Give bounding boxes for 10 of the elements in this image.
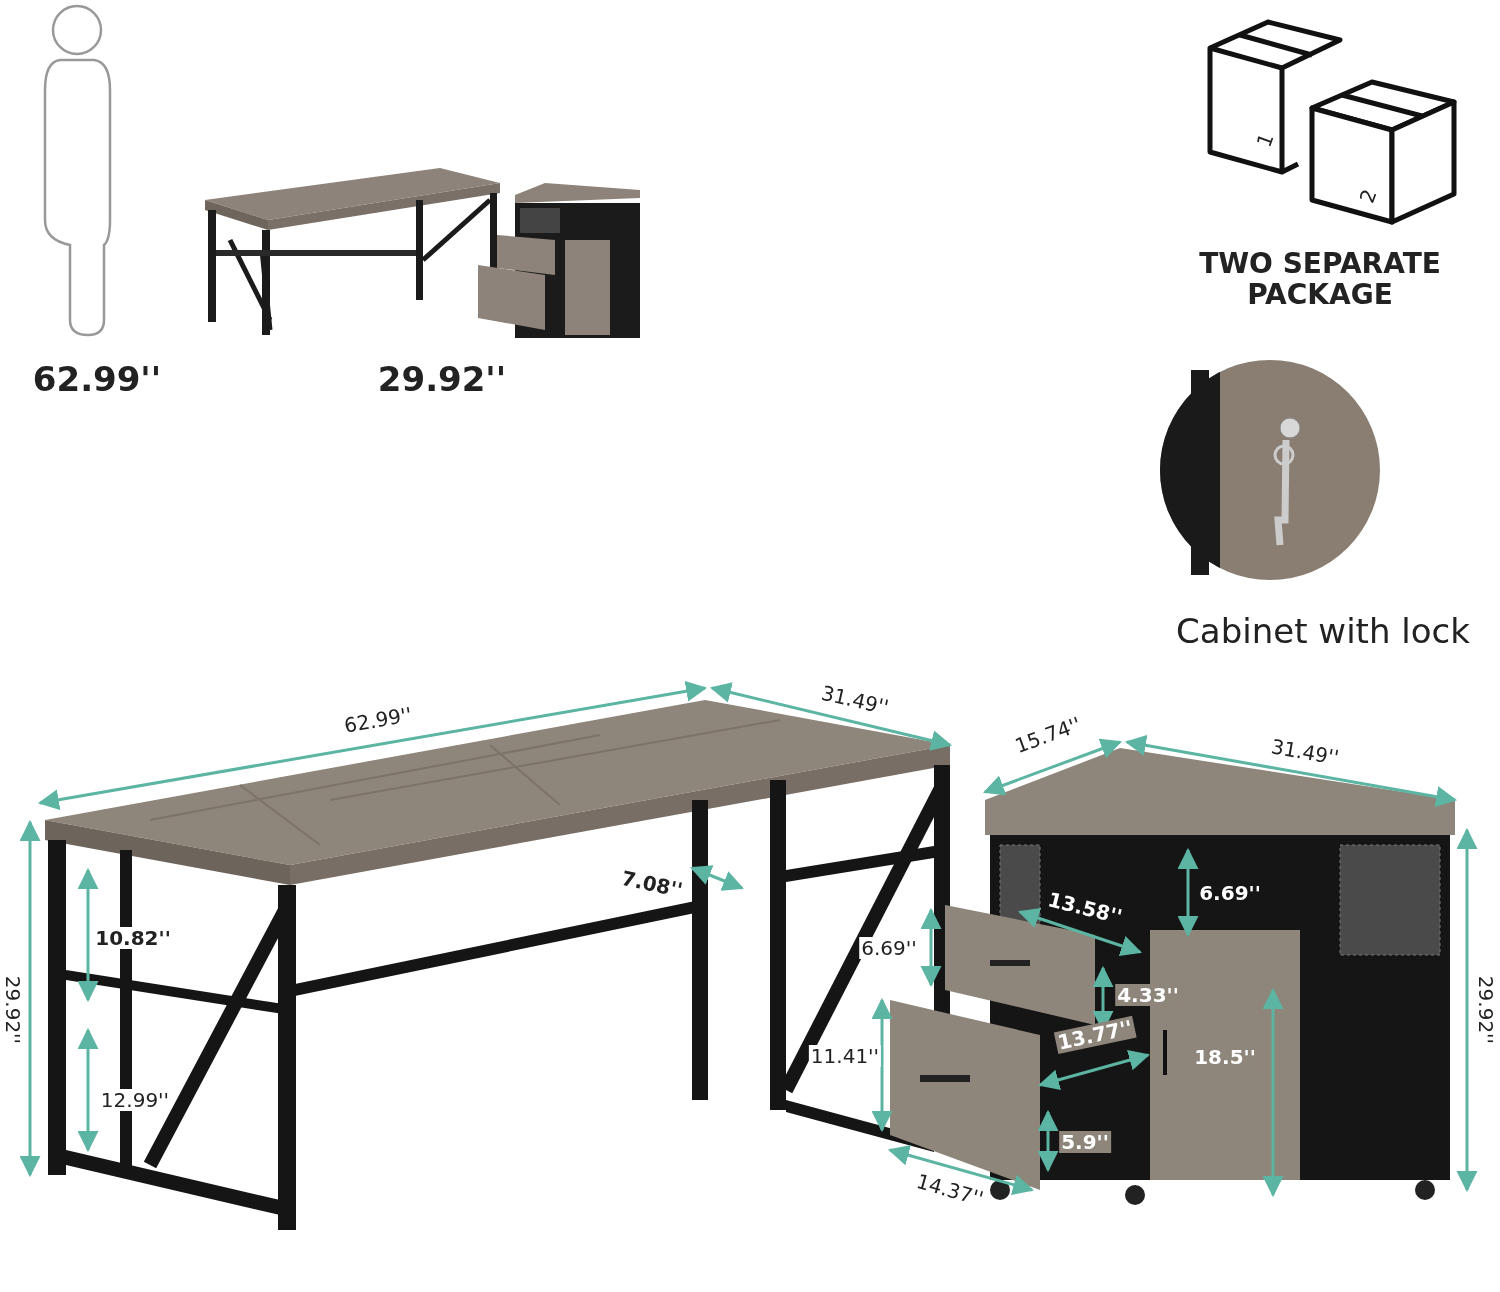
height-label: 62.99'' — [32, 361, 162, 399]
image-caption: Cabinet with lock — [1176, 613, 1470, 651]
package-note: TWO SEPARATE PACKAGE — [1198, 249, 1442, 311]
dimension-label: 11.41'' — [808, 1045, 882, 1067]
height-label: 29.92'' — [377, 361, 507, 399]
box-number: 2 — [1355, 186, 1381, 206]
box-number: 1 — [1252, 130, 1278, 150]
dimension-label: 6.69'' — [1199, 882, 1261, 904]
dimension-label: 13.58'' — [1045, 888, 1125, 928]
dimension-label: 5.9'' — [1059, 1131, 1111, 1153]
